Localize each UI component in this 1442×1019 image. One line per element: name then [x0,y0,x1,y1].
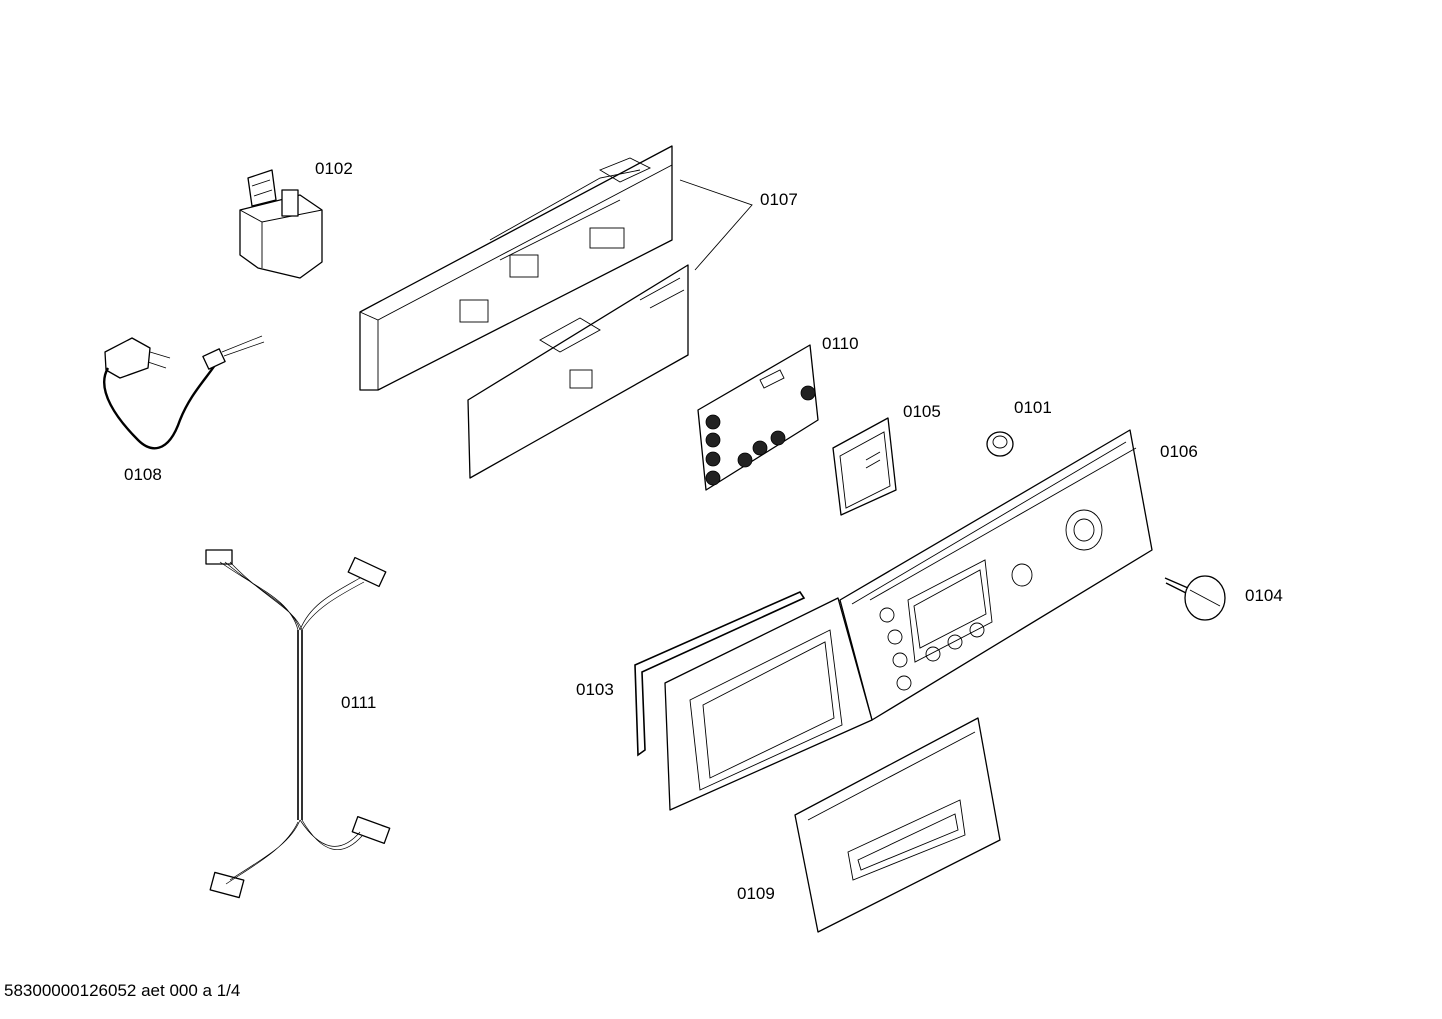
part-display-window [832,417,897,516]
callout-0111: 0111 [341,693,376,712]
callout-0101: 0101 [1014,398,1052,417]
part-program-knob [1164,575,1226,621]
part-control-module [359,145,753,479]
part-suppressor-filter [239,169,323,279]
part-wiring-harness [205,549,391,899]
callout-0108: 0108 [124,465,162,484]
part-display-board [697,344,819,491]
part-dispenser-seal [634,590,806,757]
callout-0106: 0106 [1160,442,1198,461]
part-dispenser-handle [794,717,1001,933]
part-knob-cap [986,431,1014,457]
callout-0104: 0104 [1245,586,1283,605]
part-power-cord [103,335,265,450]
callout-0105: 0105 [903,402,941,421]
callout-0107: 0107 [760,190,798,209]
drawing-number: 58300000126052 aet 000 a 1/4 [4,981,241,1000]
part-control-fascia [664,429,1153,811]
callout-0103: 0103 [576,680,614,699]
callout-0109: 0109 [737,884,775,903]
callout-0102: 0102 [315,159,353,178]
callout-0110: 0110 [822,334,859,353]
